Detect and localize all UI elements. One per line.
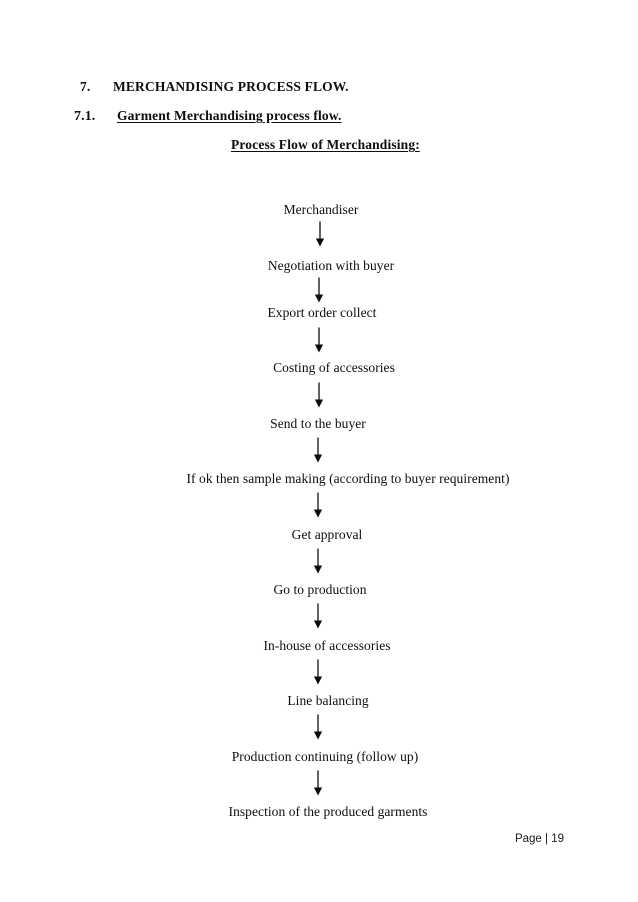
downward-arrow-icon: [314, 221, 327, 248]
flow-step: Send to the buyer: [270, 416, 366, 431]
downward-arrow-icon: [312, 492, 325, 519]
downward-arrow-icon: [312, 603, 325, 630]
downward-arrow-icon: [312, 659, 325, 686]
flowchart-caption: Process Flow of Merchandising:: [231, 137, 420, 153]
flow-step: Line balancing: [287, 693, 369, 708]
downward-arrow-icon: [312, 437, 325, 464]
downward-arrow-icon: [313, 327, 326, 354]
downward-arrow-icon: [312, 714, 325, 741]
flow-step: Negotiation with buyer: [267, 258, 395, 273]
flowchart-caption-text: Process Flow of Merchandising:: [231, 137, 420, 152]
downward-arrow-icon: [313, 382, 326, 409]
flow-step: If ok then sample making (according to b…: [186, 471, 510, 486]
page-number-footer: Page | 19: [514, 833, 564, 845]
heading-section-7-1-title: Garment Merchandising process flow.: [117, 108, 342, 123]
flow-step: Costing of accessories: [273, 360, 395, 375]
flow-step: Inspection of the produced garments: [228, 804, 428, 819]
heading-section-7-number: 7.: [80, 79, 91, 94]
downward-arrow-icon: [312, 770, 325, 797]
heading-section-7-1: 7.1. Garment Merchandising process flow.: [74, 108, 342, 125]
heading-section-7-title: MERCHANDISING PROCESS FLOW.: [113, 79, 349, 94]
flow-step: Export order collect: [267, 305, 377, 320]
heading-section-7: 7. MERCHANDISING PROCESS FLOW.: [80, 79, 349, 95]
heading-section-7-1-number: 7.1.: [74, 109, 96, 124]
flow-step: Merchandiser: [283, 202, 359, 217]
downward-arrow-icon: [313, 277, 326, 304]
flow-step: Go to production: [273, 582, 367, 597]
flow-step: Production continuing (follow up): [231, 749, 419, 764]
downward-arrow-icon: [312, 548, 325, 575]
flow-step: In-house of accessories: [263, 638, 391, 653]
flow-step: Get approval: [291, 527, 363, 542]
